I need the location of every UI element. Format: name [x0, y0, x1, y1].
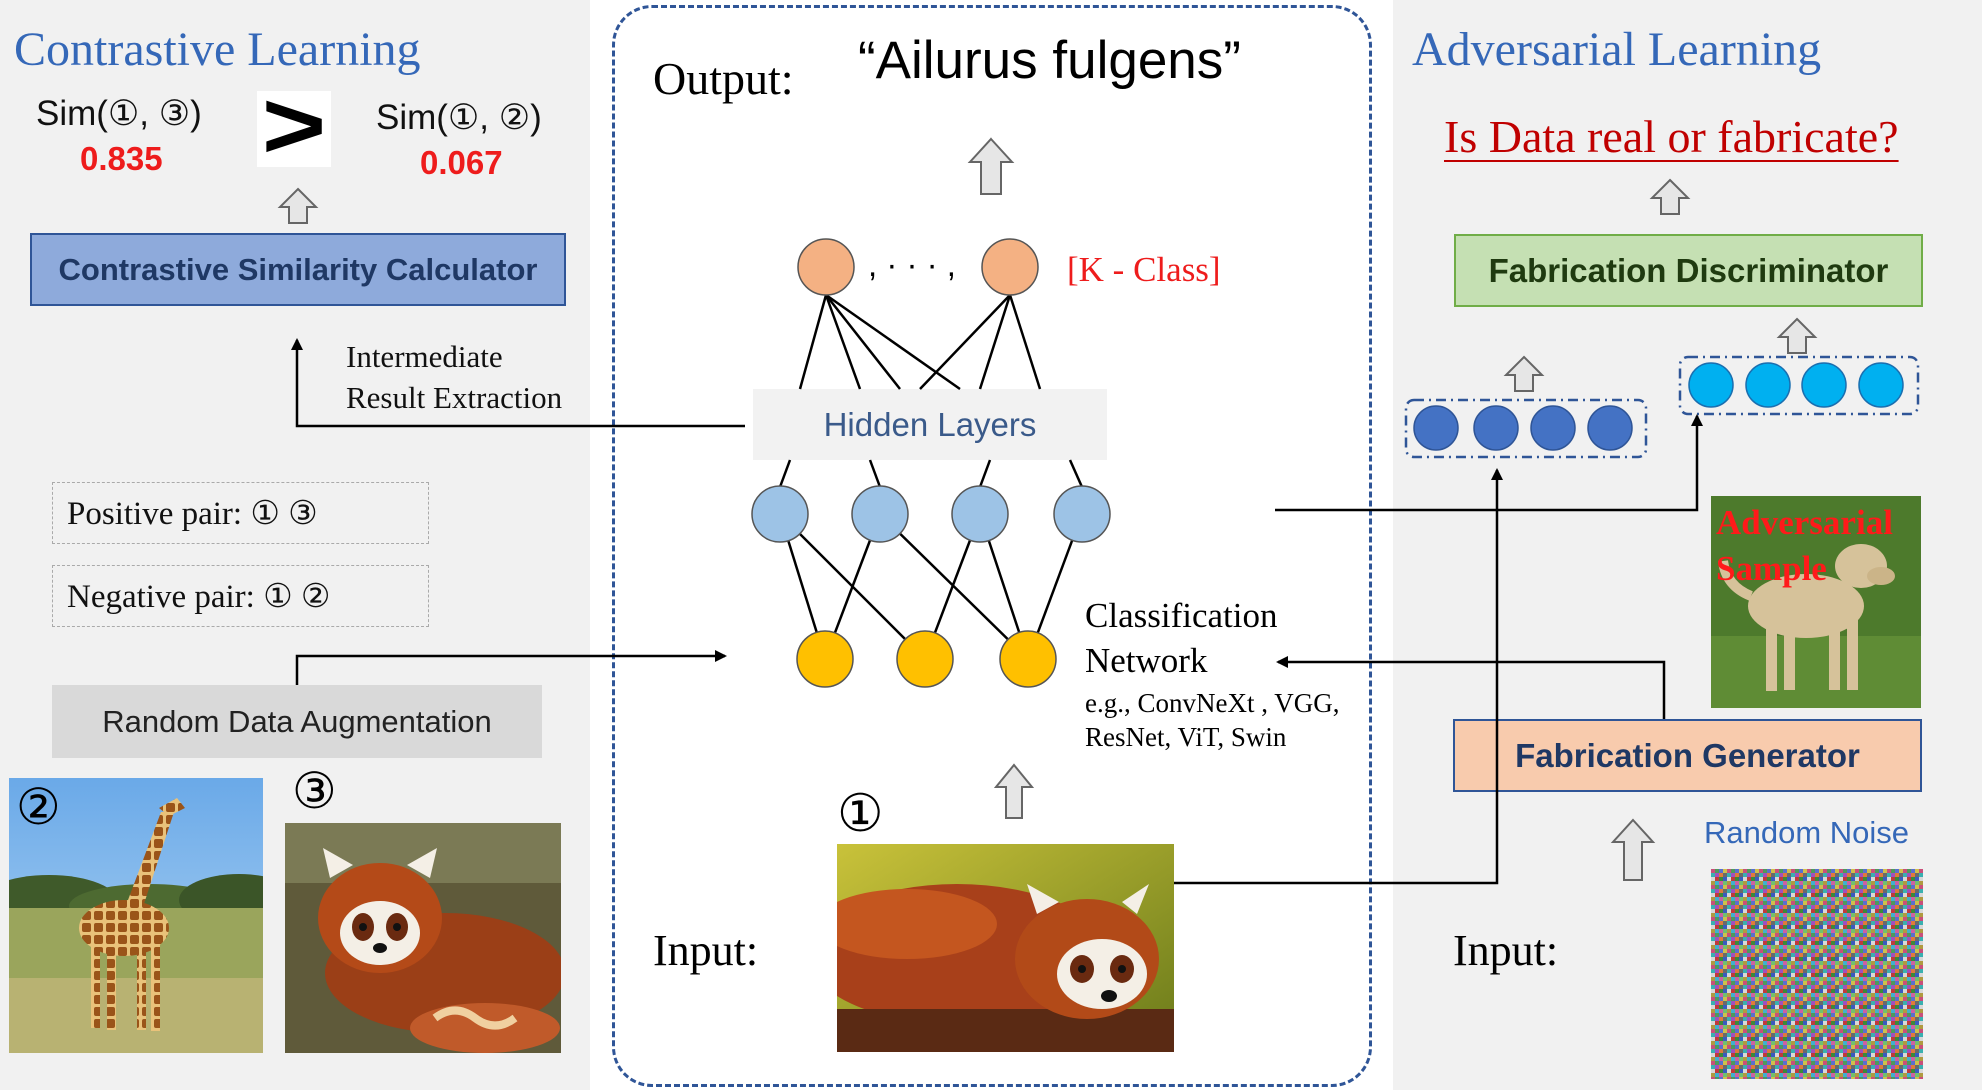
- calculator-label: Contrastive Similarity Calculator: [58, 251, 538, 287]
- adversarial-sample-text-line1: Adversarial: [1716, 503, 1893, 542]
- contrastive-similarity-calculator: Contrastive Similarity Calculator: [30, 233, 566, 306]
- red-panda-image-1: [837, 844, 1174, 1052]
- network-examples-line2: ResNet, ViT, Swin: [1085, 722, 1287, 752]
- network-title-line2: Network: [1085, 641, 1208, 680]
- adversarial-sample-text-line2: Sample: [1716, 549, 1827, 588]
- network-examples-line1: e.g., ConvNeXt , VGG,: [1085, 688, 1340, 718]
- red-panda-1-illustration: [837, 844, 1174, 1052]
- discriminator-label: Fabrication Discriminator: [1488, 251, 1889, 289]
- random-data-augmentation: Random Data Augmentation: [52, 685, 542, 758]
- red-panda-image-3: [285, 823, 561, 1053]
- random-noise-image: [1711, 869, 1923, 1079]
- positive-pair-label: Positive pair: ① ③: [67, 496, 318, 532]
- generator-label: Fabrication Generator: [1515, 736, 1860, 774]
- hidden-layers-box: Hidden Layers: [753, 389, 1107, 460]
- output-label: Output:: [653, 53, 794, 104]
- adversarial-sample-image: [1711, 496, 1921, 708]
- image-2-marker: ②: [16, 779, 61, 835]
- sim-1-3-label: Sim(①, ③): [36, 94, 202, 133]
- k-class-label: [K - Class]: [1067, 250, 1221, 289]
- positive-pair-box: Positive pair: ① ③: [52, 482, 429, 544]
- adversarial-title: Adversarial Learning: [1412, 23, 1822, 76]
- fabrication-generator: Fabrication Generator: [1453, 719, 1922, 792]
- sim-1-3-value: 0.835: [80, 140, 163, 177]
- image-1-marker: ①: [837, 785, 884, 843]
- sim-1-2-label: Sim(①, ②): [376, 98, 542, 137]
- output-value: “Ailurus fulgens”: [858, 31, 1241, 90]
- noise-illustration: [1711, 869, 1923, 1079]
- adversarial-input-label: Input:: [1453, 926, 1559, 975]
- image-3-marker: ③: [292, 763, 337, 819]
- sim-1-2-value: 0.067: [420, 144, 503, 181]
- random-noise-label: Random Noise: [1704, 815, 1910, 850]
- giraffe-image: [9, 778, 263, 1053]
- center-input-label: Input:: [653, 926, 759, 975]
- negative-pair-box: Negative pair: ① ②: [52, 565, 429, 627]
- greater-than-box: >: [257, 78, 331, 174]
- output-ellipsis: , · · · ,: [868, 246, 956, 283]
- greater-than-symbol: >: [261, 72, 327, 179]
- dog-illustration: [1711, 496, 1921, 708]
- extraction-label: Intermediate Result Extraction: [346, 339, 563, 415]
- fabrication-discriminator: Fabrication Discriminator: [1454, 234, 1923, 307]
- network-title-line1: Classification: [1085, 596, 1278, 635]
- augmentation-label: Random Data Augmentation: [102, 703, 492, 739]
- contrastive-title: Contrastive Learning: [14, 23, 421, 76]
- giraffe-illustration: [9, 778, 263, 1053]
- hidden-layers-label: Hidden Layers: [823, 405, 1037, 443]
- red-panda-3-illustration: [285, 823, 561, 1053]
- negative-pair-label: Negative pair: ① ②: [67, 579, 331, 615]
- real-or-fabricate-question: Is Data real or fabricate?: [1444, 111, 1899, 162]
